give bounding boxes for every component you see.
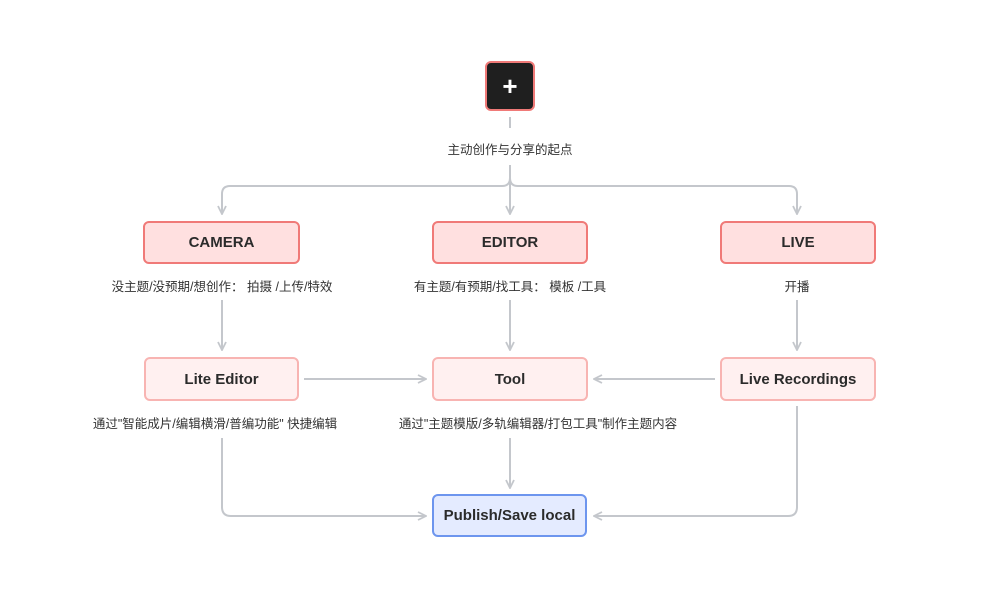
plus-icon: + xyxy=(502,70,518,101)
editor-node-label: EDITOR xyxy=(481,234,539,251)
camera-node[interactable]: CAMERA xyxy=(143,221,300,264)
tool-caption: 通过"主题模版/多轨编辑器/打包工具"制作主题内容 xyxy=(398,417,678,431)
publish-node[interactable]: Publish/Save local xyxy=(432,494,587,537)
live-node-label: LIVE xyxy=(781,234,815,251)
edge-lite-editor-publish xyxy=(221,438,426,516)
tool-node-label: Tool xyxy=(494,370,526,388)
lite-editor-caption: 通过"智能成片/编辑横滑/普编功能" 快捷编辑 xyxy=(92,417,338,431)
edge-live-recordings-publish xyxy=(594,406,798,516)
publish-node-label: Publish/Save local xyxy=(443,507,576,524)
lite-editor-node[interactable]: Lite Editor xyxy=(144,357,299,401)
edge-start-camera xyxy=(222,177,511,214)
live-recordings-node-label: Live Recordings xyxy=(739,370,857,388)
camera-node-label: CAMERA xyxy=(188,234,255,251)
editor-caption: 有主题/有预期/找工具： 模板 /工具 xyxy=(413,280,607,294)
start-caption: 主动创作与分享的起点 xyxy=(447,143,573,157)
live-caption: 开播 xyxy=(784,280,810,294)
lite-editor-node-label: Lite Editor xyxy=(184,370,259,388)
live-node[interactable]: LIVE xyxy=(720,221,876,264)
live-recordings-node[interactable]: Live Recordings xyxy=(720,357,876,401)
camera-caption: 没主题/没预期/想创作： 拍摄 /上传/特效 xyxy=(111,280,333,294)
edge-start-live xyxy=(509,177,797,214)
create-start-button[interactable]: + xyxy=(485,61,535,111)
tool-node[interactable]: Tool xyxy=(432,357,588,401)
editor-node[interactable]: EDITOR xyxy=(432,221,588,264)
